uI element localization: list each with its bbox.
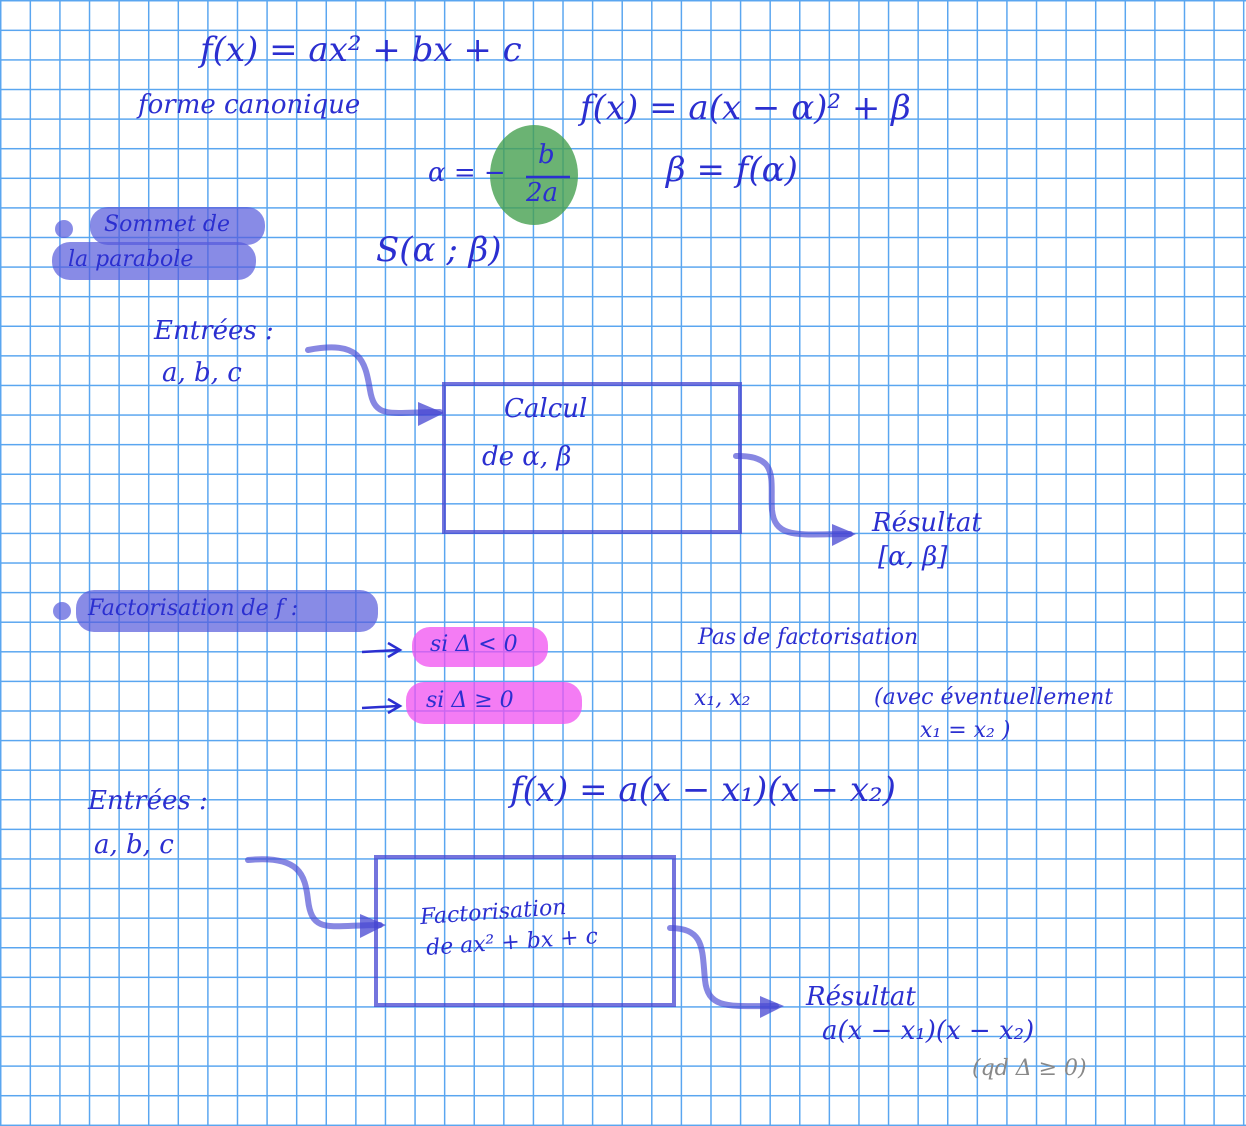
inputs-1: a, b, c xyxy=(162,358,242,388)
alpha-denominator: 2a xyxy=(526,178,559,208)
alpha-label: α = − xyxy=(428,158,506,188)
input-arrow-2 xyxy=(245,856,383,930)
case-arrow-1 xyxy=(361,641,403,659)
factor-heading: Factorisation de f : xyxy=(88,596,299,621)
case-positive-highlight xyxy=(406,682,582,724)
note-line1: (avec éventuellement xyxy=(874,685,1114,710)
general-formula: f(x) = ax² + bx + c xyxy=(200,30,522,70)
result-value-1: [α, β] xyxy=(878,542,948,572)
factor-heading-highlight xyxy=(76,590,378,632)
case-negative-highlight xyxy=(412,627,548,667)
vertex-heading-line1: Sommet de xyxy=(104,212,230,237)
result-note-2: (qd Δ ≥ 0) xyxy=(972,1056,1087,1081)
box1-line1: Calcul xyxy=(504,394,588,424)
bullet-vertex xyxy=(55,220,73,238)
alpha-numerator: b xyxy=(538,140,555,170)
case-negative: si Δ < 0 xyxy=(430,632,518,657)
result-value-2: a(x − x₁)(x − x₂) xyxy=(822,1016,1035,1046)
arrowhead-icon xyxy=(360,914,386,938)
canonical-formula: f(x) = a(x − α)² + β xyxy=(580,88,911,128)
vertex-heading-line2: la parabole xyxy=(68,247,194,272)
output-arrow-2 xyxy=(667,925,779,1010)
box1-line2: de α, β xyxy=(482,442,572,472)
case-positive-result: x₁, x₂ xyxy=(694,686,751,711)
vertex-heading-highlight xyxy=(90,207,265,245)
result-label-2: Résultat xyxy=(806,982,916,1012)
case-negative-result: Pas de factorisation xyxy=(698,625,919,650)
case-arrow-2 xyxy=(361,697,403,715)
alpha-fraction-highlight xyxy=(490,125,578,225)
case-positive: si Δ ≥ 0 xyxy=(426,688,514,713)
arrowhead-icon xyxy=(760,996,784,1018)
arrowhead-icon xyxy=(832,524,856,546)
output-arrow-1 xyxy=(733,452,853,538)
arrowhead-icon xyxy=(418,402,444,426)
inputs-label-2: Entrées : xyxy=(88,786,208,816)
note-line2: x₁ = x₂ ) xyxy=(920,718,1011,743)
canonical-label: forme canonique xyxy=(138,90,361,120)
input-arrow-1 xyxy=(305,344,443,416)
inputs-2: a, b, c xyxy=(94,830,174,860)
beta-formula: β = f(α) xyxy=(666,150,798,190)
vertex-heading-highlight-2 xyxy=(52,242,256,280)
factored-formula: f(x) = a(x − x₁)(x − x₂) xyxy=(510,770,896,810)
result-label-1: Résultat xyxy=(872,508,982,538)
bullet-factor xyxy=(53,602,71,620)
inputs-label-1: Entrées : xyxy=(154,316,274,346)
vertex-point: S(α ; β) xyxy=(376,230,502,270)
